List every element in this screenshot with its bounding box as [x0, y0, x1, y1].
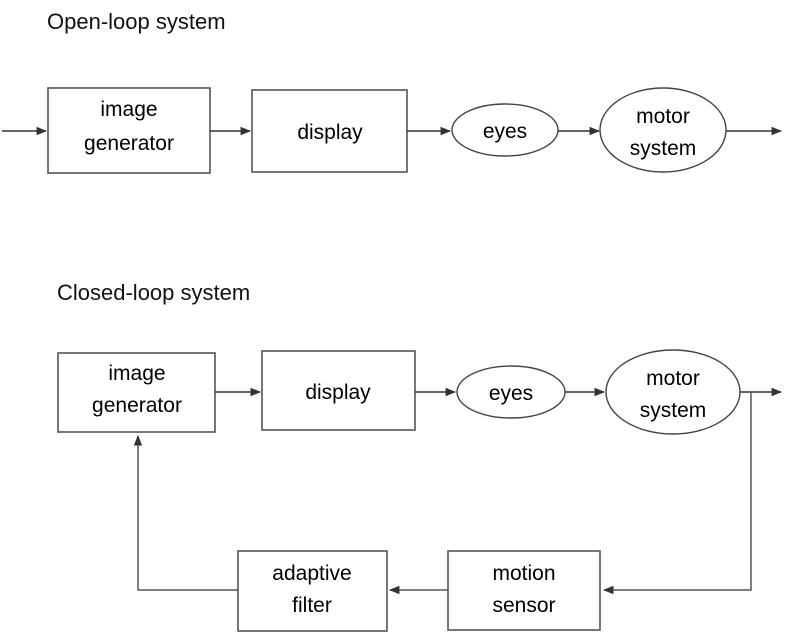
closed-loop-feedback-adaptive-filter-to-generator — [133, 434, 238, 591]
closed-loop-motion-sensor-label-line2: sensor — [492, 594, 555, 617]
closed-loop-adaptive-filter-label-line1: adaptive — [272, 562, 351, 585]
open-loop-eyes-label: eyes — [483, 120, 527, 143]
open-loop-eyes-ellipse — [451, 103, 559, 157]
closed-loop-image-generator-label-line1: image — [108, 362, 165, 385]
closed-loop-display-box — [261, 350, 416, 431]
closed-loop-eyes-label: eyes — [489, 382, 533, 405]
closed-loop-adaptive-filter-label-line2: filter — [292, 594, 332, 617]
closed-loop-adaptive-filter-box — [237, 550, 388, 632]
closed-loop-feedback-motor-to-motion-sensor — [602, 392, 752, 595]
open-loop-display-box — [251, 89, 408, 173]
closed-loop-motor-system-label-line1: motor — [646, 367, 700, 390]
open-loop-motor-system-label-line2: system — [630, 137, 697, 160]
closed-loop-motion-sensor-label-line1: motion — [492, 562, 555, 585]
open-loop-image-generator-label-line1: image — [100, 98, 157, 121]
closed-loop-motor-system-label-line2: system — [640, 399, 707, 422]
open-loop-title: Open-loop system — [47, 9, 226, 34]
open-loop-display-label: display — [297, 121, 363, 144]
open-loop-motor-system-ellipse — [599, 87, 727, 173]
closed-loop-display-label: display — [305, 381, 371, 404]
closed-loop-title: Closed-loop system — [57, 280, 250, 305]
open-loop-image-generator-label-line2: generator — [84, 132, 174, 155]
closed-loop-image-generator-label-line2: generator — [92, 394, 182, 417]
open-loop-motor-system-label-line1: motor — [636, 105, 690, 128]
closed-loop-motion-sensor-box — [447, 550, 601, 631]
